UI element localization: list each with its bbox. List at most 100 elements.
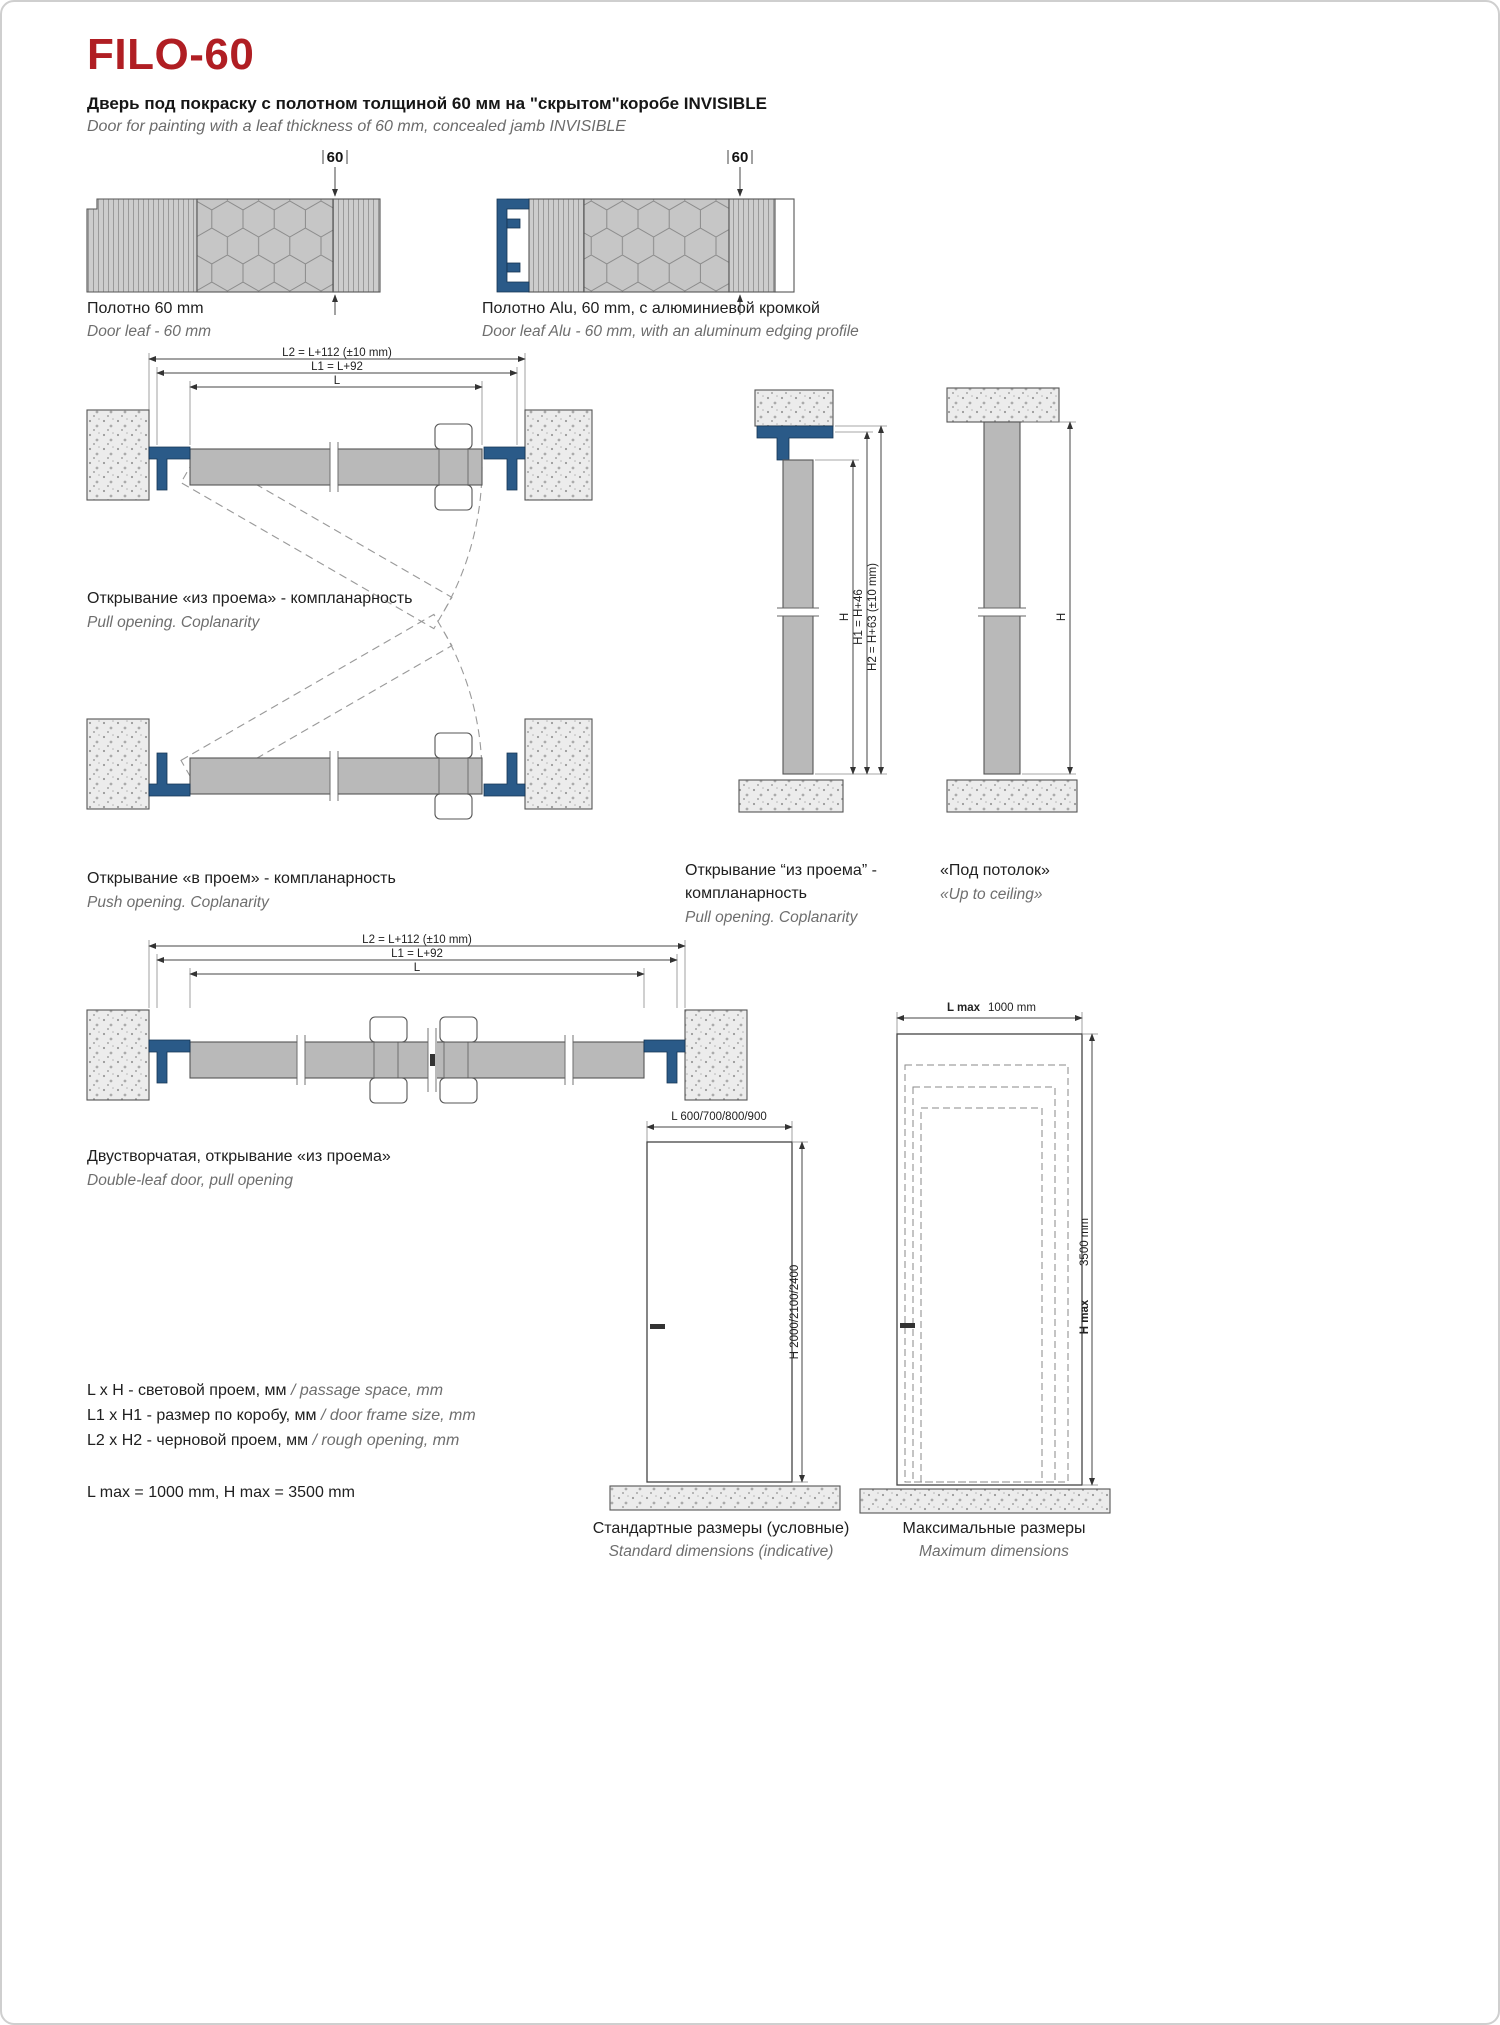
- honeycomb-core: [583, 198, 730, 293]
- floor: [609, 1485, 841, 1511]
- dim-l1-label: L1 = L+92: [311, 361, 363, 373]
- door-handle: [434, 732, 473, 820]
- leaf-alu-section-drawing: 60: [496, 149, 795, 315]
- plan-push-caption-en: Push opening. Coplanarity: [87, 894, 269, 911]
- maximum-caption-en: Maximum dimensions: [919, 1543, 1069, 1560]
- jamb-profile-left: [148, 752, 191, 797]
- leaf-60-section-drawing: 60: [86, 149, 381, 315]
- dim-lmax-label: L max: [947, 1002, 981, 1014]
- door-leaf: [983, 421, 1021, 775]
- width-dimensions: L2 = L+112 (±10 mm) L1 = L+92 L: [148, 934, 686, 1008]
- wall-right: [524, 409, 593, 501]
- legend-line2-en: / door frame size, mm: [321, 1407, 476, 1424]
- wall-right: [684, 1009, 748, 1101]
- leaf-60-caption-ru: Полотно 60 mm: [87, 300, 204, 317]
- leaf-alu-caption-en: Door leaf Alu - 60 mm, with an aluminum …: [482, 323, 859, 340]
- thickness-dimension: 60: [727, 149, 753, 315]
- wood-edge-right: [728, 198, 776, 293]
- height-dimension: H 2000/2100/2400: [789, 1141, 808, 1483]
- jamb-profile-right: [643, 1039, 686, 1084]
- plan-double-drawing: L2 = L+112 (±10 mm) L1 = L+92 L: [86, 934, 748, 1104]
- dim-h-label: H: [1056, 613, 1068, 621]
- elevation-maximum-drawing: L max 1000 mm H max 3500 mm: [859, 1002, 1111, 1514]
- legend-line1-ru: L x H - световой проем, мм: [87, 1382, 287, 1399]
- wood-edge-left: [86, 198, 198, 293]
- vertical-section-ceiling-drawing: H: [946, 387, 1078, 813]
- subtitle-en: Door for painting with a leaf thickness …: [87, 118, 626, 135]
- floor: [738, 779, 844, 813]
- leaf-60-caption-en: Door leaf - 60 mm: [87, 323, 212, 340]
- height-dimensions: H H1 = H+46 H2 = H+63 (±10 mm): [815, 425, 887, 775]
- break-mark: [329, 751, 339, 801]
- break-mark-left: [296, 1035, 306, 1085]
- thickness-dimension: 60: [322, 149, 348, 315]
- elevation-standard-drawing: L 600/700/800/900 H 2000/2100/2400: [609, 1111, 841, 1511]
- dim-hmax-value: 3500 mm: [1079, 1218, 1091, 1266]
- dim-h-label: H: [839, 613, 851, 621]
- thickness-label: 60: [732, 149, 749, 166]
- floor: [946, 779, 1078, 813]
- dim-h2-label: H2 = H+63 (±10 mm): [867, 563, 879, 671]
- wall-header: [754, 389, 834, 427]
- door-handle: [650, 1324, 665, 1329]
- ceiling: [946, 387, 1060, 423]
- dim-hmax-label: H max: [1079, 1299, 1091, 1334]
- door-handle-left: [369, 1016, 408, 1104]
- door-handle: [900, 1323, 915, 1328]
- width-dimensions: L2 = L+112 (±10 mm) L1 = L+92 L: [148, 347, 526, 445]
- floor: [859, 1488, 1111, 1514]
- profile-clip-top: [506, 218, 521, 229]
- aluminum-edge-profile: [496, 198, 530, 293]
- legend-line3-en: / rough opening, mm: [312, 1432, 460, 1449]
- wood-edge-right: [332, 198, 381, 293]
- door-leaves: [189, 1041, 645, 1079]
- vertical-pull-caption-ru1: Открывание “из проема” -: [685, 862, 877, 879]
- dim-h1-label: H1 = H+46: [853, 589, 865, 645]
- maximum-caption-ru: Максимальные размеры: [902, 1520, 1086, 1537]
- break-mark: [978, 607, 1026, 617]
- break-mark: [329, 442, 339, 492]
- jamb-profile-right: [483, 752, 526, 797]
- dim-l1-label: L1 = L+92: [391, 948, 443, 960]
- legend-line2-ru: L1 x H1 - размер по коробу, мм: [87, 1407, 317, 1424]
- wall-left: [86, 409, 150, 501]
- plan-double-caption-ru: Двустворчатая, открывание «из проема»: [87, 1148, 391, 1165]
- break-mark-right: [564, 1035, 574, 1085]
- jamb-profile-left: [148, 446, 191, 491]
- thickness-label: 60: [327, 149, 344, 166]
- jamb-profile-right: [483, 446, 526, 491]
- legend-limits: L max = 1000 mm, H max = 3500 mm: [87, 1484, 355, 1501]
- leaf-end-cap: [774, 198, 795, 293]
- dim-l2-label: L2 = L+112 (±10 mm): [362, 934, 472, 946]
- plan-push-drawing: [86, 613, 593, 820]
- door-leaf-elevation: [896, 1033, 1083, 1486]
- plan-pull-caption-en: Pull opening. Coplanarity: [87, 614, 260, 631]
- leaf-alu-caption-ru: Полотно Alu, 60 mm, с алюминиевой кромко…: [482, 300, 820, 317]
- door-leaf-elevation: [646, 1141, 793, 1483]
- meeting-stile: [427, 1028, 437, 1092]
- vertical-pull-caption-ru2: компланарность: [685, 885, 808, 902]
- legend-line1-en: / passage space, mm: [291, 1382, 444, 1399]
- plan-push-caption-ru: Открывание «в проем» - компланарность: [87, 870, 396, 887]
- wall-right: [524, 718, 593, 810]
- honeycomb-core: [196, 198, 334, 293]
- profile-clip-bottom: [506, 262, 521, 273]
- jamb-profile-left: [148, 1039, 191, 1084]
- break-mark: [777, 607, 819, 617]
- width-dimension: [646, 1121, 793, 1142]
- standard-caption-en: Standard dimensions (indicative): [608, 1543, 834, 1560]
- dim-l-label: L: [334, 375, 341, 387]
- width-dimension: [896, 1012, 1083, 1034]
- height-dimension: H max 3500 mm: [1079, 1033, 1098, 1486]
- ceiling-caption-ru: «Под потолок»: [940, 862, 1050, 879]
- size-range-dashed: [904, 1064, 1069, 1483]
- dim-lmax-value: 1000 mm: [988, 1002, 1036, 1014]
- dim-l2-label: L2 = L+112 (±10 mm): [282, 347, 392, 359]
- jamb-profile-top: [756, 425, 834, 461]
- wall-left: [86, 1009, 150, 1101]
- plan-double-caption-en: Double-leaf door, pull opening: [87, 1172, 293, 1189]
- height-dimension: H: [1022, 421, 1076, 775]
- legend-line3-ru: L2 x H2 - черновой проем, мм: [87, 1432, 309, 1449]
- dim-l-label: L 600/700/800/900: [671, 1111, 767, 1123]
